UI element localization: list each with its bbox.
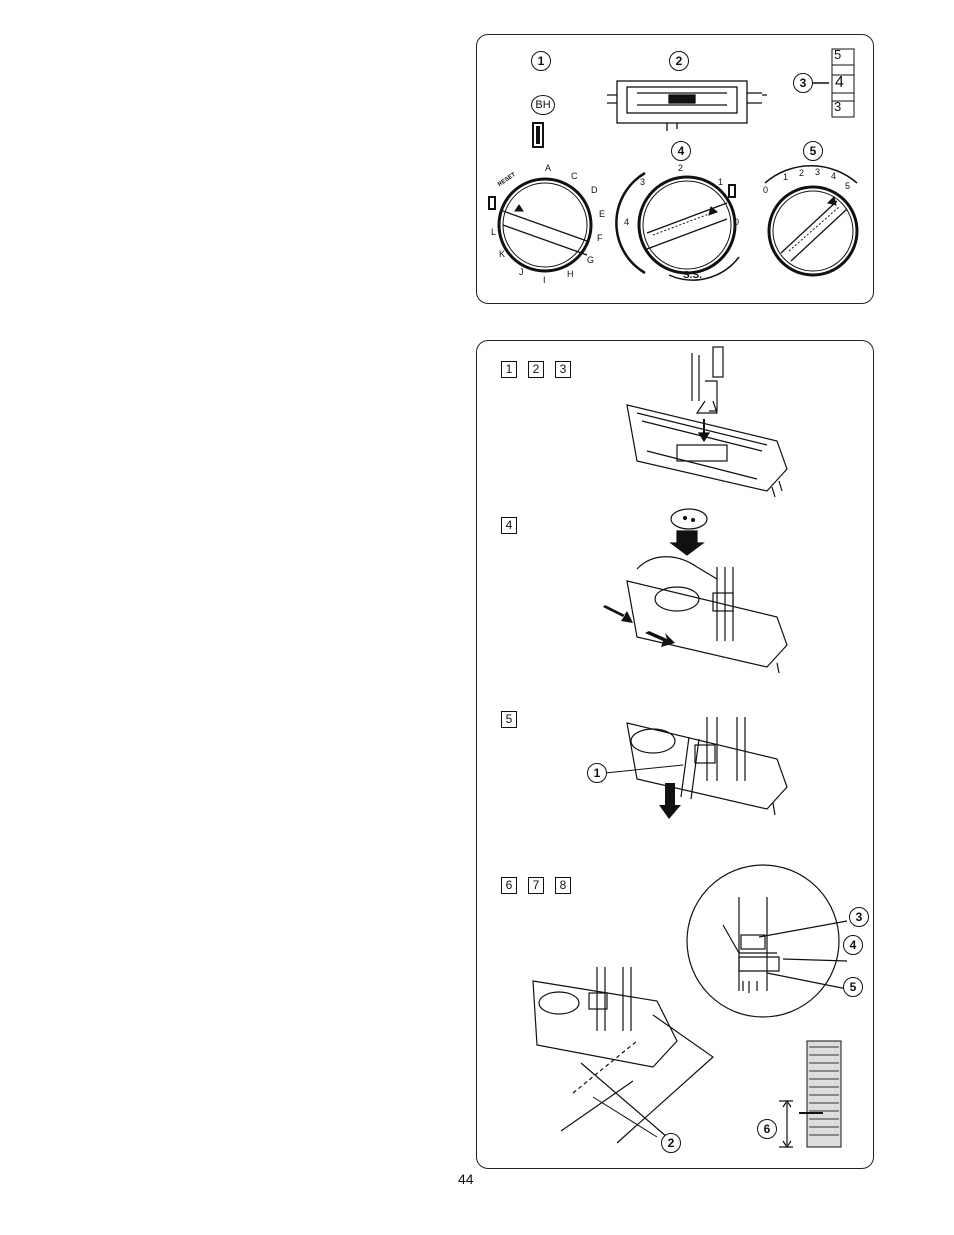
callout-detail-5: 5	[843, 977, 863, 997]
width-0: 0	[734, 217, 739, 227]
step-box-7: 7	[528, 877, 544, 894]
stitch-length-scale-drawing	[812, 49, 854, 117]
callout-detail-3: 3	[849, 907, 869, 927]
length-0: 0	[763, 185, 768, 195]
dial-letter-l: L	[491, 227, 496, 237]
callout-3: 3	[793, 73, 813, 93]
steps-panel: 1 2 3 4 5 6 7 8 1 3 4 5 2 6	[476, 340, 874, 1169]
step-box-8: 8	[555, 877, 571, 894]
dial-letter-j: J	[519, 267, 524, 277]
length-4: 4	[831, 171, 836, 181]
scale-3: 3	[834, 102, 841, 112]
step-box-3: 3	[555, 361, 571, 378]
width-ss: S.S.	[683, 271, 702, 281]
callout-5: 5	[803, 141, 823, 161]
stitch-length-dial	[765, 166, 857, 275]
page-number: 44	[458, 1171, 474, 1187]
dial-letter-h: H	[567, 269, 574, 279]
steps-illustration	[477, 341, 875, 1170]
length-5: 5	[845, 181, 850, 191]
dial-letter-c: C	[571, 171, 578, 181]
leader-callout-2	[593, 1097, 657, 1137]
step-box-6: 6	[501, 877, 517, 894]
dial-letter-a: A	[545, 163, 551, 173]
callout-2: 2	[669, 51, 689, 71]
place-button-drawing	[627, 509, 787, 673]
step-box-5: 5	[501, 711, 517, 728]
sewing-drawing	[533, 865, 847, 1147]
buttonhole-stitch-sample	[807, 1041, 841, 1147]
dial-letter-k: K	[499, 249, 505, 259]
width-2: 2	[678, 163, 683, 173]
callout-1: 1	[531, 51, 551, 71]
dial-letter-f: F	[597, 233, 603, 243]
callout-detail-4: 4	[843, 935, 863, 955]
callout-lever-1: 1	[587, 763, 607, 783]
length-1: 1	[783, 172, 788, 182]
dial-letter-i: I	[543, 275, 546, 285]
dial-letter-e: E	[599, 209, 605, 219]
scale-5: 5	[834, 50, 841, 60]
dial-letter-g: G	[587, 255, 594, 265]
dial-letter-d: D	[591, 185, 598, 195]
settings-panel: 1 2 3 4 5 BH 5 4 3 RESET A C D E F G H I…	[476, 34, 874, 304]
length-3: 3	[815, 167, 820, 177]
scale-4: 4	[835, 75, 844, 91]
width-1: 1	[718, 177, 723, 187]
buttonhole-foot-drawing	[607, 81, 767, 131]
stitch-width-dial	[616, 173, 739, 280]
bh-badge: BH	[531, 95, 555, 115]
callout-distance-6: 6	[757, 1119, 777, 1139]
lower-lever-drawing	[605, 717, 787, 815]
arrow-left-icon	[603, 605, 633, 623]
callout-4: 4	[671, 141, 691, 161]
step-box-1: 1	[501, 361, 517, 378]
width-3: 3	[640, 177, 645, 187]
step-box-2: 2	[528, 361, 544, 378]
callout-stitch-line-2: 2	[661, 1133, 681, 1153]
attach-foot-drawing	[627, 347, 787, 497]
step-box-4: 4	[501, 517, 517, 534]
length-2: 2	[799, 168, 804, 178]
width-4: 4	[624, 217, 629, 227]
